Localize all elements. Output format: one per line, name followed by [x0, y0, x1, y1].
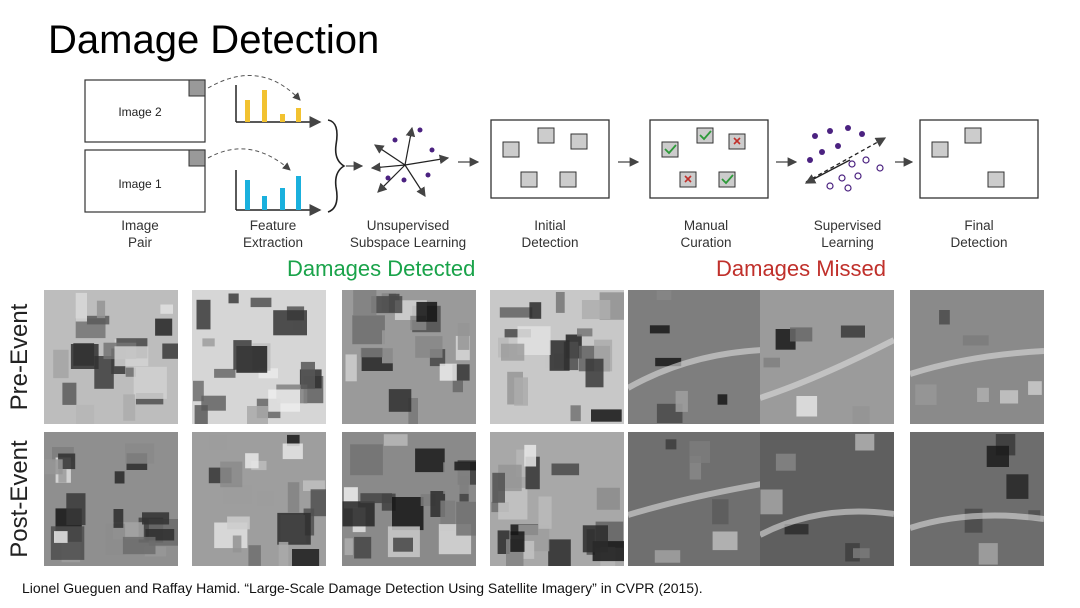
pre-event-satellite-image	[192, 290, 326, 424]
merge-brace	[327, 119, 346, 213]
feature-histogram-bottom	[235, 170, 322, 216]
subspace-points	[385, 127, 435, 183]
post-event-satellite-image	[628, 432, 762, 566]
damages-detected-heading: Damages Detected	[287, 256, 476, 281]
image-2-label: Image 2	[118, 105, 162, 119]
subspace-star	[370, 126, 450, 198]
stage-label-manual-curation: Manual Curation	[680, 218, 732, 250]
stage-label-unsupervised: Unsupervised Subspace Learning	[349, 218, 467, 250]
row-label-post-event: Post-Event	[6, 440, 33, 558]
supervised-points-hollow	[826, 156, 884, 192]
supervised-points	[807, 125, 865, 163]
post-event-satellite-image	[760, 432, 894, 566]
stage-label-image-pair: Image Pair	[121, 218, 159, 250]
initial-detection-panel	[490, 119, 610, 199]
pre-event-satellite-image	[628, 290, 762, 424]
row-label-pre-event: Pre-Event	[6, 303, 33, 411]
feature-histogram-top	[235, 85, 322, 128]
post-event-satellite-image	[342, 432, 476, 566]
pipeline-diagram: Image 2 Image 1	[84, 75, 1039, 216]
image-1-label: Image 1	[118, 177, 162, 191]
manual-curation-panel	[649, 119, 769, 199]
damages-missed-heading: Damages Missed	[716, 256, 886, 281]
post-event-satellite-image	[490, 432, 624, 566]
stage-label-initial-detection: Initial Detection	[521, 218, 579, 250]
post-event-satellite-image	[192, 432, 326, 566]
stage-label-feature-extraction: Feature Extraction	[242, 218, 304, 250]
final-detection-panel	[919, 119, 1039, 199]
pre-event-satellite-image	[910, 290, 1044, 424]
pre-event-satellite-image	[490, 290, 624, 424]
pre-event-satellite-image	[44, 290, 178, 424]
pre-event-satellite-image	[342, 290, 476, 424]
citation: Lionel Gueguen and Raffay Hamid. “Large-…	[22, 580, 703, 596]
stage-label-supervised: Supervised Learning	[813, 218, 882, 250]
slide-title: Damage Detection	[48, 18, 380, 62]
stage-label-final-detection: Final Detection	[950, 218, 1008, 250]
post-event-satellite-image	[910, 432, 1044, 566]
post-event-satellite-image	[44, 432, 178, 566]
pre-event-satellite-image	[760, 290, 894, 424]
image-pair-group	[84, 79, 206, 213]
